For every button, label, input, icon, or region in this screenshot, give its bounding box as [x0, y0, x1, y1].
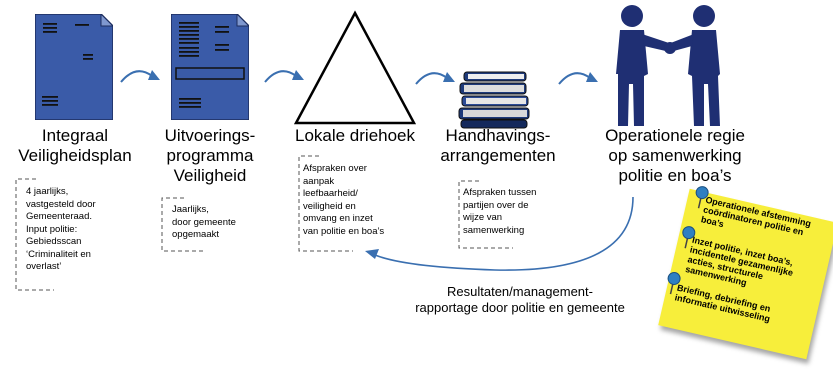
- stage-title-programma: Uitvoerings- programma Veiligheid: [164, 126, 256, 185]
- feedback-label: Resultaten/management- rapportage door p…: [415, 284, 625, 315]
- note-arrangementen: Afspraken tussen partijen over de wijze …: [463, 187, 537, 236]
- stage-title-arrangementen: Handhavings- arrangementen: [440, 126, 556, 165]
- note-frame-programma: [161, 197, 204, 252]
- note-frame-arrangementen: [458, 180, 513, 249]
- note-frame-plan: [15, 178, 54, 291]
- pin-icon: [667, 271, 681, 295]
- stage-title-driehoek: Lokale driehoek: [294, 126, 416, 145]
- flow-arrow-4: [558, 72, 598, 85]
- pin-icon: [682, 226, 696, 249]
- flow-arrow-2: [264, 70, 304, 83]
- pin-icon: [695, 186, 709, 209]
- books-icon: [458, 71, 530, 129]
- handshake-icon: [616, 5, 720, 126]
- stage-title-regie: Operationele regie op samenwerking polit…: [605, 126, 745, 185]
- document-icon: [35, 14, 113, 120]
- note-frame-driehoek: [298, 155, 353, 252]
- flow-arrow-1: [120, 70, 160, 83]
- triangle-icon: [293, 10, 417, 125]
- stage-title-plan: Integraal Veiligheidsplan: [18, 126, 132, 165]
- note-programma: Jaarlijks, door gemeente opgemaakt: [172, 204, 236, 240]
- flow-arrow-3: [415, 72, 455, 85]
- sticky-note: Operationele afstemming coördinatoren po…: [658, 186, 833, 360]
- feedback-arrow: [365, 196, 634, 271]
- document-list-icon: [171, 14, 249, 120]
- note-plan: 4 jaarlijks, vastgesteld door Gemeentera…: [26, 186, 96, 272]
- note-driehoek: Afspraken over aanpak leefbaarheid/ veil…: [303, 163, 385, 237]
